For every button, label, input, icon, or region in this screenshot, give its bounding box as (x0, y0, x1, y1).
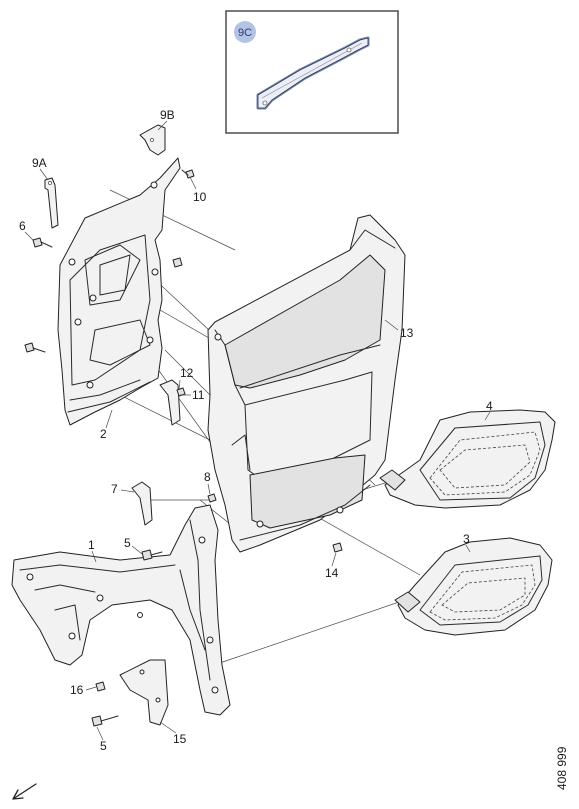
callout-10: 10 (193, 190, 207, 204)
bolt-14 (332, 542, 343, 553)
callout-4: 4 (486, 399, 493, 413)
callout-2: 2 (100, 427, 107, 441)
part-11-bracket (159, 379, 181, 426)
callout-13: 13 (400, 326, 414, 340)
part-3-lower-tread (394, 537, 553, 636)
part-1-main-frame (11, 504, 231, 716)
bolt-5-upper (141, 549, 163, 561)
part-4-upper-tread (379, 409, 556, 509)
callout-9a: 9A (32, 156, 47, 170)
callout-14: 14 (325, 566, 339, 580)
callout-leaders (24, 120, 491, 741)
bolt-6 (32, 237, 53, 248)
part-9c-bracket (256, 36, 370, 110)
callout-5-lower: 5 (100, 739, 107, 753)
arrow-down-left-icon (12, 783, 37, 800)
bolt-plate (24, 257, 183, 353)
callout-15: 15 (173, 732, 187, 746)
callout-12: 12 (180, 366, 194, 380)
callouts: 9B 9A 6 10 2 12 11 13 4 8 7 1 5 14 3 16 … (19, 108, 493, 753)
part-9a-bracket (44, 177, 59, 229)
part-13-step-housing (207, 214, 406, 553)
callout-1: 1 (88, 538, 95, 552)
bolt-16 (95, 681, 106, 692)
bolt-8 (207, 493, 217, 503)
part-15-bracket (119, 659, 169, 726)
callout-11: 11 (192, 388, 205, 402)
callout-16: 16 (70, 683, 84, 697)
bolt-5-lower (91, 715, 119, 727)
inset-9c: 9C (225, 10, 399, 134)
callout-9b: 9B (160, 108, 175, 122)
callout-7: 7 (111, 482, 118, 496)
bolt-10 (181, 169, 195, 179)
part-9b-bracket (139, 124, 166, 156)
callout-3: 3 (463, 532, 470, 546)
callout-6: 6 (19, 219, 26, 233)
callout-8: 8 (204, 470, 211, 484)
part-2-mounting-plate (57, 157, 181, 426)
inset-badge (234, 21, 256, 43)
part-7-bracket (131, 481, 153, 526)
callout-9c: 9C (238, 27, 252, 39)
figure-number: 408 999 (555, 746, 569, 790)
callout-5-upper: 5 (124, 536, 131, 550)
